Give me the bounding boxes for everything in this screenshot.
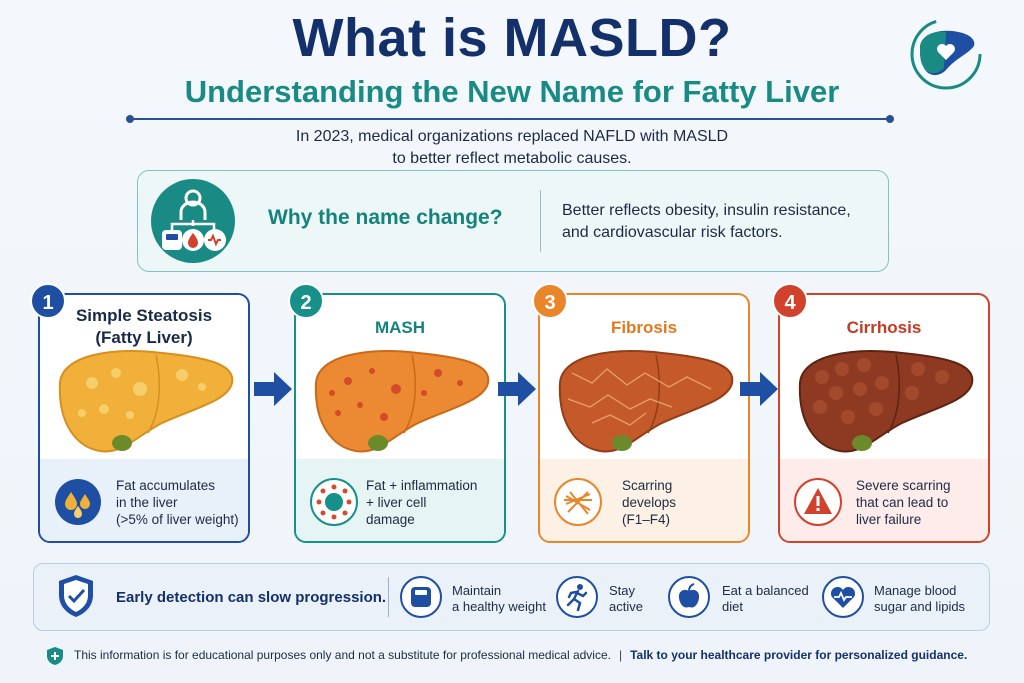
desc-line-1: Severe scarring bbox=[856, 478, 951, 493]
shield-check-icon bbox=[59, 575, 93, 617]
liver-heart-logo-icon bbox=[910, 18, 982, 90]
intro-line-1: In 2023, medical organizations replaced … bbox=[295, 128, 729, 145]
stage-description: Fat + inflammation + liver cell damage bbox=[366, 477, 498, 528]
intro-line-2: to better reflect metabolic causes. bbox=[392, 150, 632, 167]
early-detection-text: Early detection can slow progression. bbox=[116, 589, 387, 606]
desc-line-3: (>5% of liver weight) bbox=[116, 512, 239, 527]
heart-pulse-icon bbox=[822, 576, 864, 618]
stage-description: Fat accumulates in the liver (>5% of liv… bbox=[116, 477, 248, 528]
tip-line-2: a healthy weight bbox=[452, 599, 546, 614]
running-person-icon bbox=[556, 576, 598, 618]
why-title: Why the name change? bbox=[268, 206, 503, 229]
desc-line-1: Scarring bbox=[622, 478, 673, 493]
progression-arrow-icon bbox=[254, 372, 292, 406]
scale-icon bbox=[400, 576, 442, 618]
medical-shield-icon bbox=[47, 646, 63, 665]
desc-line-3: liver failure bbox=[856, 512, 922, 527]
tip-manage-blood-sugar: Manage blood sugar and lipids bbox=[874, 583, 965, 615]
why-name-change-box bbox=[137, 170, 889, 272]
desc-line-3: damage bbox=[366, 512, 415, 527]
page-subtitle: Understanding the New Name for Fatty Liv… bbox=[184, 74, 840, 109]
stage-badge-4: 4 bbox=[772, 283, 808, 319]
guidance-text: Talk to your healthcare provider for per… bbox=[630, 648, 968, 662]
why-divider bbox=[540, 190, 541, 252]
progression-arrow-icon bbox=[740, 372, 778, 406]
intro-text: In 2023, medical organizations replaced … bbox=[0, 126, 1024, 170]
tip-line-1: Maintain bbox=[452, 583, 502, 598]
desc-line-1: Fat accumulates bbox=[116, 478, 216, 493]
stage-name: Fibrosis bbox=[610, 318, 678, 337]
title-divider bbox=[126, 115, 894, 123]
tip-line-1: Manage blood bbox=[874, 583, 957, 598]
inflamed-cell-icon bbox=[310, 478, 358, 526]
fat-droplets-icon bbox=[55, 479, 101, 525]
cirrhosis-liver-illustration bbox=[798, 350, 974, 453]
tip-balanced-diet: Eat a balanced diet bbox=[722, 583, 809, 615]
warning-icon bbox=[794, 478, 842, 526]
stage-name: Simple Steatosis (Fatty Liver) bbox=[40, 305, 248, 349]
stage-name: MASH bbox=[374, 318, 426, 337]
tip-line-2: sugar and lipids bbox=[874, 599, 966, 614]
tip-healthy-weight: Maintain a healthy weight bbox=[452, 583, 546, 615]
why-text-line-1: Better reflects obesity, insulin resista… bbox=[562, 202, 851, 219]
desc-line-2: develops bbox=[622, 495, 677, 510]
stage-card-cirrhosis: Cirrhosis Severe scarring that can lead … bbox=[778, 293, 990, 543]
apple-icon bbox=[668, 576, 710, 618]
desc-line-1: Fat + inflammation bbox=[366, 478, 478, 493]
stage-card-mash: MASH Fat + inflammation + liver cell dam… bbox=[294, 293, 506, 543]
tip-stay-active: Stay active bbox=[609, 583, 643, 615]
stage-card-simple-steatosis: Simple Steatosis (Fatty Liver) Fat accum… bbox=[38, 293, 250, 543]
scar-tissue-icon bbox=[554, 478, 602, 526]
mash-liver-illustration bbox=[314, 350, 490, 453]
metabolic-factors-icon bbox=[151, 179, 235, 263]
stage-badge-1: 1 bbox=[30, 283, 66, 319]
tip-line-1: Eat a balanced bbox=[722, 583, 809, 598]
tip-line-1: Stay bbox=[609, 583, 636, 598]
tip-line-2: diet bbox=[722, 599, 743, 614]
footer-separator: | bbox=[618, 648, 623, 662]
tip-separator bbox=[388, 577, 389, 617]
fibrosis-liver-illustration bbox=[558, 350, 734, 453]
why-text-line-2: and cardiovascular risk factors. bbox=[562, 224, 783, 241]
stage-description: Scarring develops (F1–F4) bbox=[622, 477, 748, 528]
desc-line-2: that can lead to bbox=[856, 495, 949, 510]
stage-badge-2: 2 bbox=[288, 283, 324, 319]
desc-line-2: + liver cell bbox=[366, 495, 427, 510]
stage-description: Severe scarring that can lead to liver f… bbox=[856, 477, 988, 528]
fatty-liver-illustration bbox=[58, 350, 234, 453]
disclaimer-text: This information is for educational purp… bbox=[74, 648, 611, 662]
tip-line-2: active bbox=[609, 599, 643, 614]
page-title: What is MASLD? bbox=[292, 8, 732, 68]
stage-card-fibrosis: Fibrosis Scarring develops (F1–F4) bbox=[538, 293, 750, 543]
stage-name-line-1: Simple Steatosis bbox=[75, 306, 213, 325]
desc-line-3: (F1–F4) bbox=[622, 512, 671, 527]
footer: This information is for educational purp… bbox=[46, 645, 986, 665]
stage-name-line-2: (Fatty Liver) bbox=[95, 328, 193, 347]
desc-line-2: in the liver bbox=[116, 495, 178, 510]
stage-badge-3: 3 bbox=[532, 283, 568, 319]
progression-arrow-icon bbox=[498, 372, 536, 406]
why-explanation: Better reflects obesity, insulin resista… bbox=[562, 200, 882, 244]
stage-name: Cirrhosis bbox=[846, 318, 922, 337]
